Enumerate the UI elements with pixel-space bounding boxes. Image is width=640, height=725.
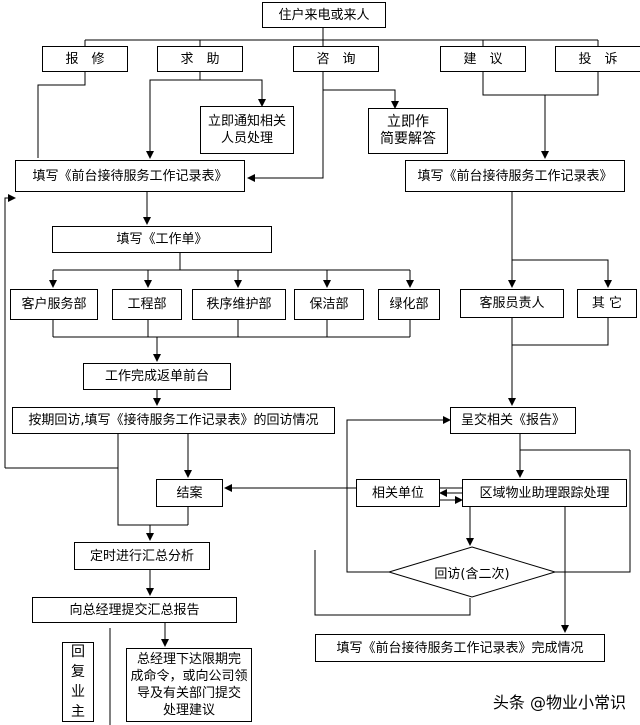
area-assistant-node: 区域物业助理跟踪处理 — [462, 479, 627, 507]
cs-manager-node: 客服员责人 — [460, 289, 564, 318]
dept-greening-node: 绿化部 — [378, 289, 440, 320]
complain-node: 投 诉 — [555, 46, 640, 72]
submit-report-node: 呈交相关《报告》 — [450, 407, 576, 434]
related-unit-node: 相关单位 — [356, 479, 440, 507]
others-node: 其 它 — [577, 289, 637, 318]
consult-node: 咨 询 — [293, 46, 379, 72]
fill-record-right-node: 填写《前台接待服务工作记录表》 — [405, 160, 625, 192]
fill-work-order-node: 填写《工作单》 — [52, 226, 272, 253]
reply-owner-node: 回 复 业 主 — [62, 642, 94, 722]
start-node: 住户来电或来人 — [262, 2, 386, 28]
gm-order-node: 总经理下达限期完 成命令，或向公司领 导及有关部门提交 处理建议 — [126, 648, 252, 722]
notify-staff-node: 立即通知相关 人员处理 — [200, 106, 294, 154]
revisit-diamond-shape — [387, 546, 557, 598]
watermark-text: 头条 @物业小常识 — [492, 693, 626, 712]
dept-customer-node: 客户服务部 — [10, 289, 98, 320]
help-node: 求 助 — [157, 46, 243, 72]
fill-record-left-node: 填写《前台接待服务工作记录表》 — [15, 160, 245, 192]
work-done-node: 工作完成返单前台 — [83, 363, 231, 390]
dept-cleaning-node: 保洁部 — [294, 289, 364, 320]
fill-completion-node: 填写《前台接待服务工作记录表》完成情况 — [315, 634, 605, 662]
close-case-node: 结案 — [156, 479, 223, 507]
dept-engineering-node: 工程部 — [112, 289, 182, 320]
suggest-node: 建 议 — [440, 46, 526, 72]
revisit-fill-node: 按期回访,填写《接待服务工作记录表》的回访情况 — [12, 407, 335, 434]
summary-analysis-node: 定时进行汇总分析 — [74, 542, 210, 570]
revisit-twice-label: 回访(含二次) — [434, 566, 510, 582]
repair-node: 报 修 — [42, 46, 128, 72]
dept-order-node: 秩序维护部 — [192, 289, 286, 320]
answer-now-node: 立即作 简要解答 — [368, 108, 448, 154]
report-gm-node: 向总经理提交汇总报告 — [32, 597, 237, 623]
